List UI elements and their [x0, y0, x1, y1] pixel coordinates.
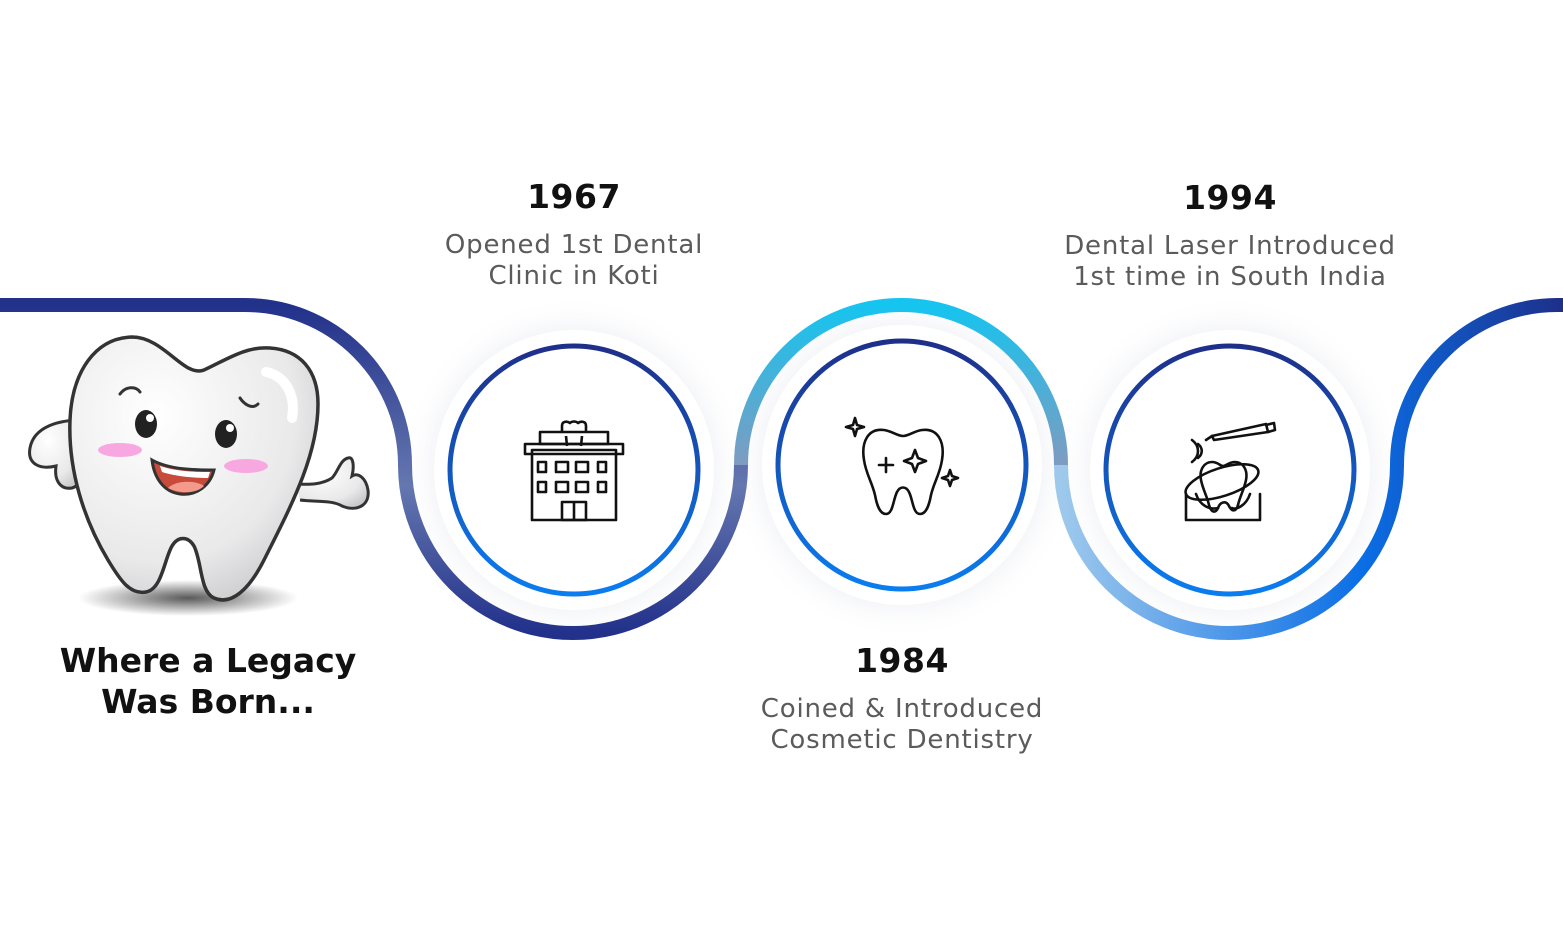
tagline: Where a Legacy Was Born...: [30, 640, 386, 722]
wave-path-mid: [734, 298, 1068, 466]
milestone-description: Dental Laser Introduced 1st time in Sout…: [1064, 231, 1396, 292]
tagline-line-2: Was Born...: [101, 682, 315, 721]
hospital-icon: [523, 420, 625, 522]
milestone-circle-1994: [1090, 330, 1370, 610]
milestone-description: Coined & Introduced Cosmetic Dentistry: [760, 694, 1044, 755]
milestone-year: 1984: [855, 641, 949, 680]
milestone-circle-1984: [762, 325, 1042, 605]
milestone-1984-text: 1984 Coined & Introduced Cosmetic Dentis…: [717, 641, 1087, 756]
dental-laser-icon: [1184, 421, 1277, 522]
milestone-year: 1994: [1183, 178, 1277, 217]
tooth-mascot-illustration: [28, 335, 370, 616]
tagline-line-1: Where a Legacy: [59, 641, 357, 680]
wave-path-right: [1054, 298, 1563, 640]
milestone-1967-text: 1967 Opened 1st Dental Clinic in Koti: [394, 177, 754, 292]
milestone-year: 1967: [527, 177, 621, 216]
wave-path-left: [0, 298, 748, 641]
sparkling-tooth-icon: [844, 416, 960, 516]
milestone-1994-text: 1994 Dental Laser Introduced 1st time in…: [1020, 178, 1440, 293]
milestone-description: Opened 1st Dental Clinic in Koti: [444, 230, 704, 291]
milestone-circle-1967: [434, 330, 714, 610]
